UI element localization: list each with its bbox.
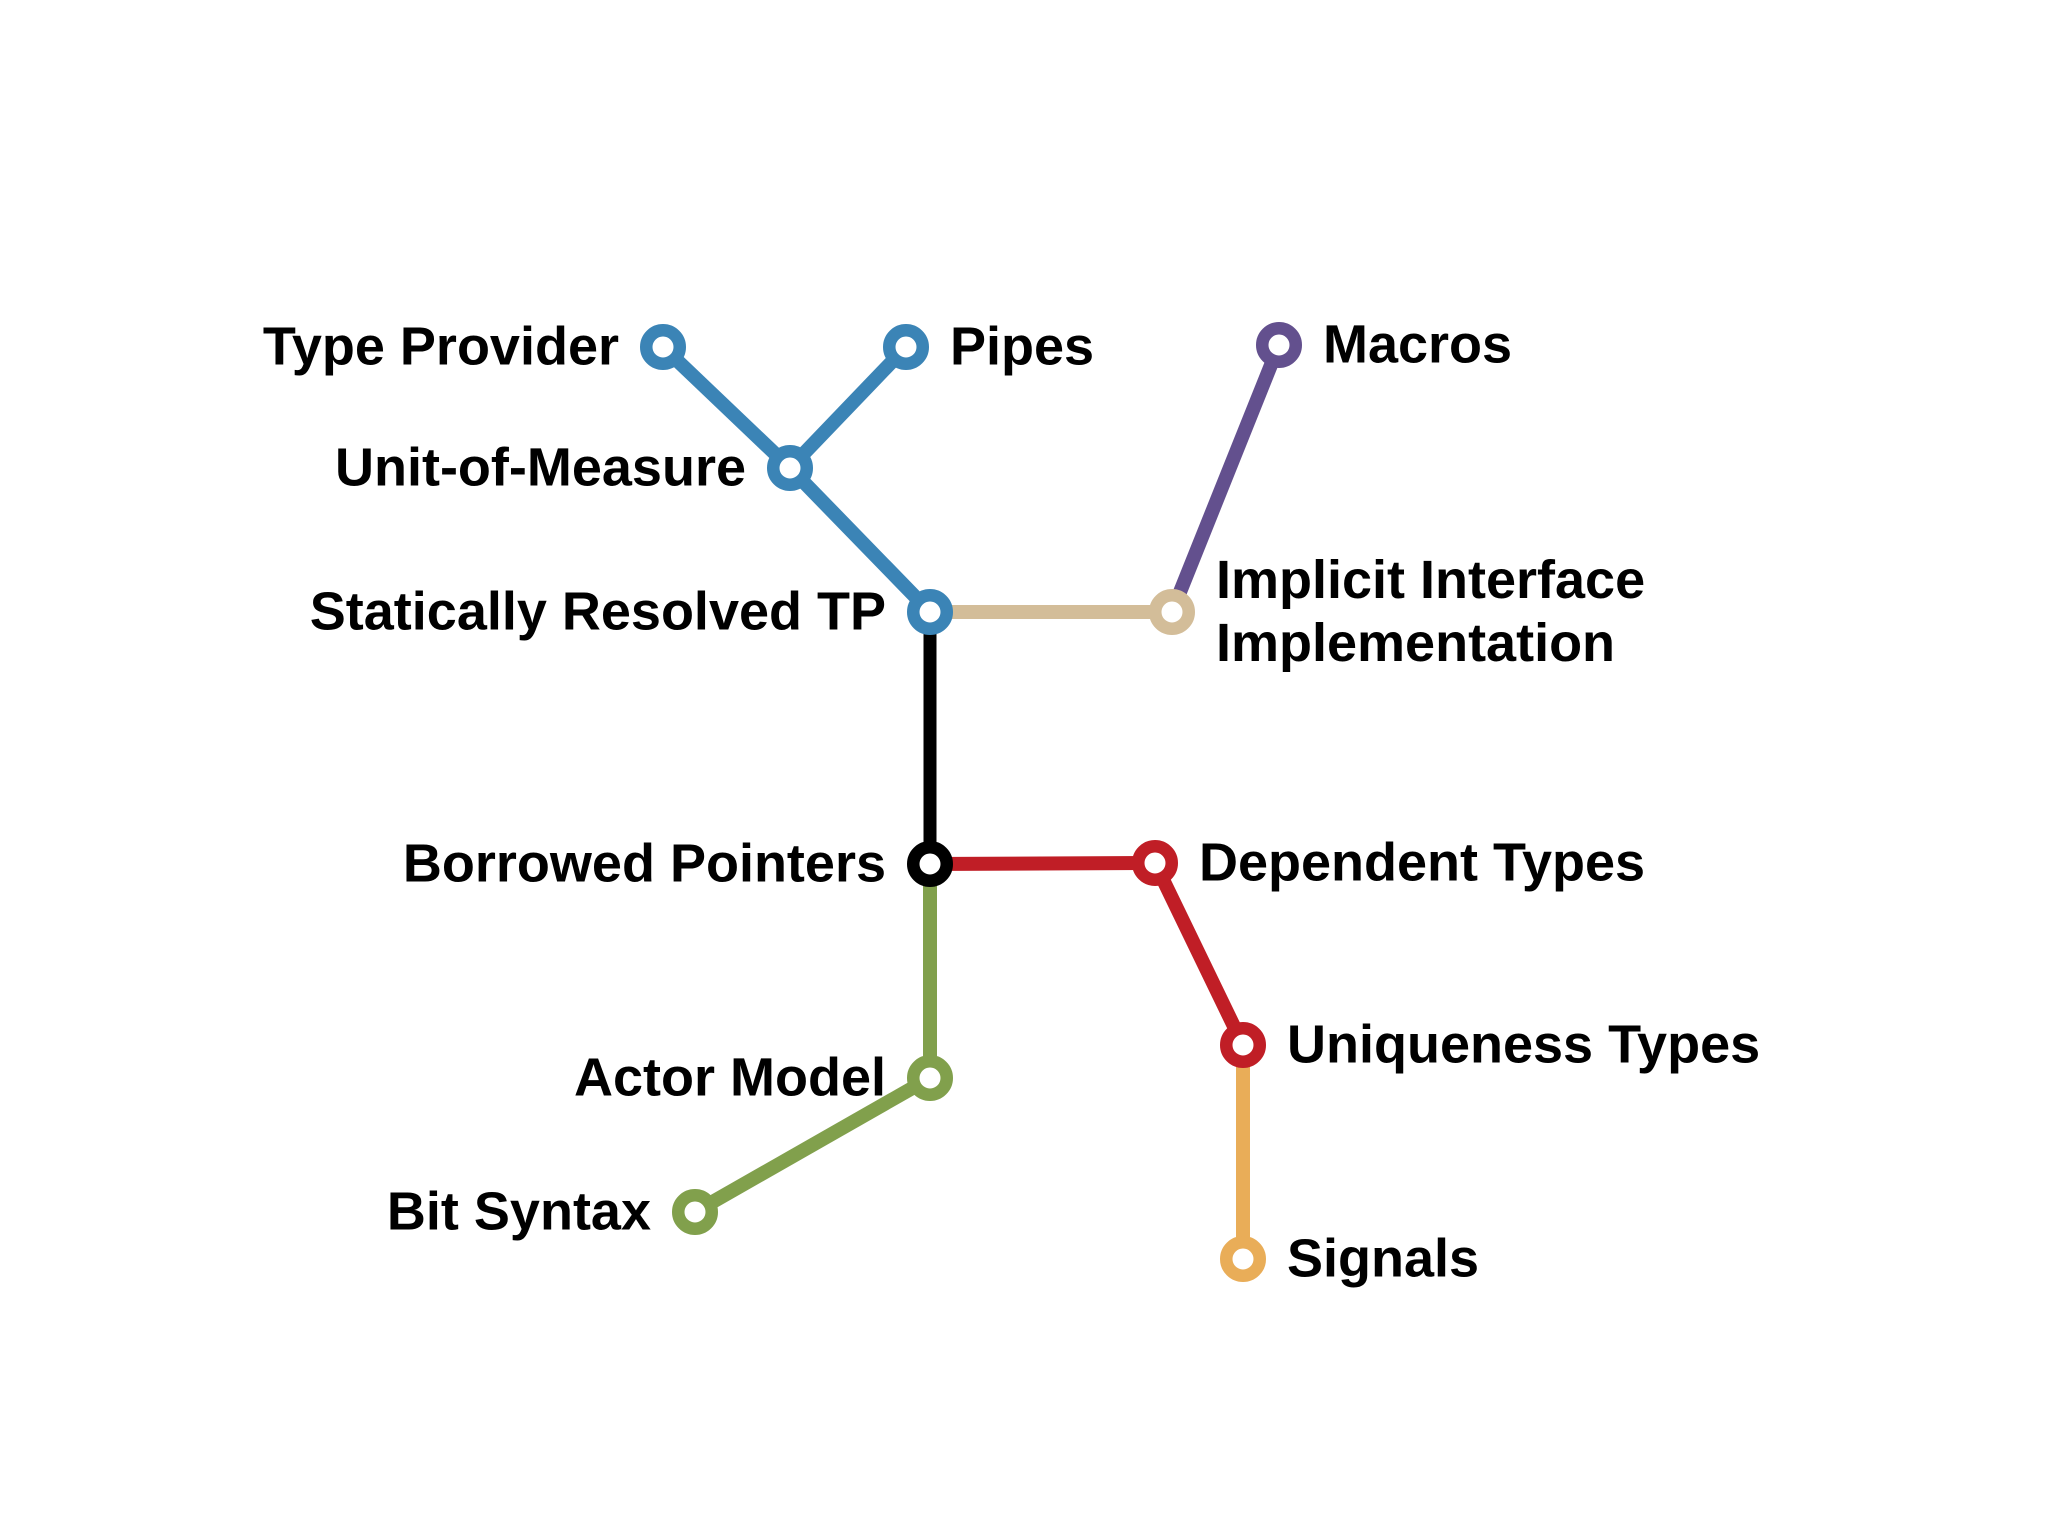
edge-actor-model--bit-syntax — [691, 1071, 934, 1219]
edge-dependent-types--uniqueness-types — [1148, 859, 1250, 1049]
node-actor-model — [907, 1055, 953, 1101]
node-signals — [1220, 1236, 1266, 1282]
node-pipes — [883, 324, 929, 370]
edge-macros--implicit-interface-implementation — [1165, 342, 1286, 615]
node-uniqueness-types — [1220, 1022, 1266, 1068]
node-bit-syntax — [672, 1189, 718, 1235]
edge-type-provider--unit-of-measure — [658, 341, 795, 474]
edge-unit-of-measure--statically-resolved-tp — [784, 463, 936, 617]
node-statically-resolved-tp — [907, 589, 953, 635]
node-type-provider — [640, 324, 686, 370]
node-implicit-interface-implementation — [1149, 589, 1195, 635]
node-dependent-types — [1132, 840, 1178, 886]
node-macros — [1256, 322, 1302, 368]
node-borrowed-pointers — [907, 841, 953, 887]
edge-borrowed-pointers--dependent-types — [929, 856, 1156, 871]
node-unit-of-measure — [767, 445, 813, 491]
edge-pipes--unit-of-measure — [784, 342, 912, 473]
